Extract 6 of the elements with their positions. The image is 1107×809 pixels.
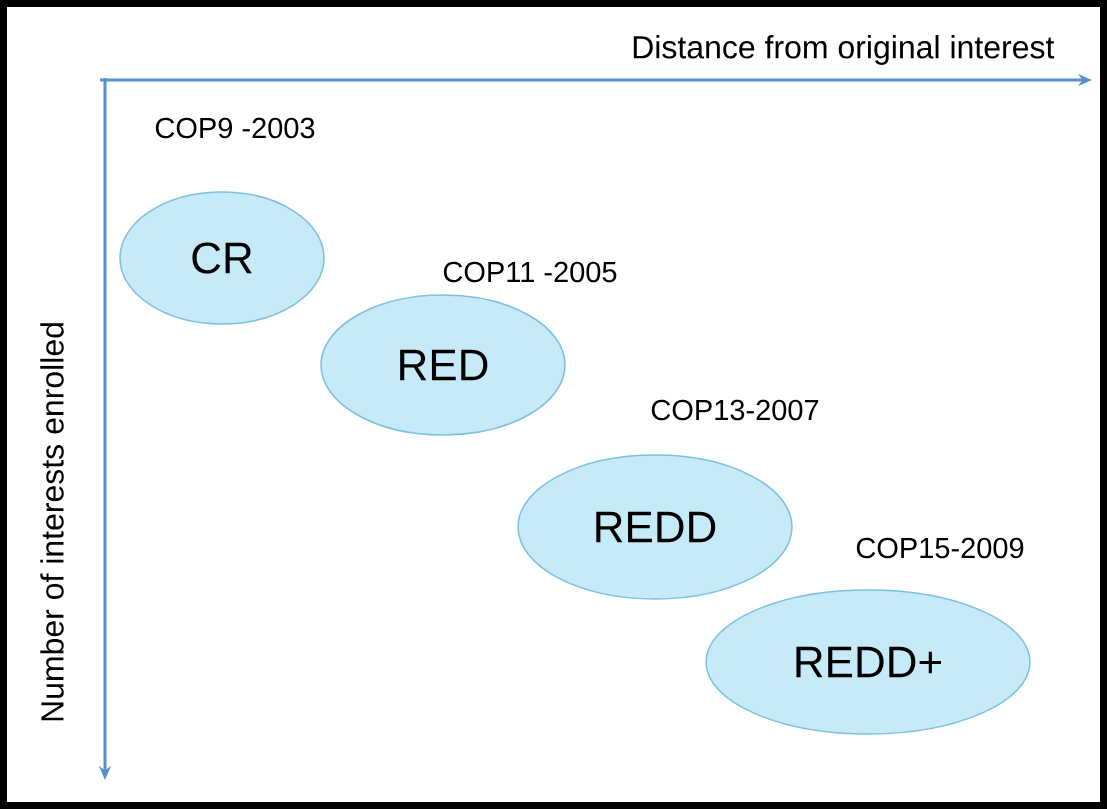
axis-label: Number of interests enrolled	[40, 323, 64, 721]
date-label: COP15-2009	[856, 537, 1024, 559]
date-label: COP13-2007	[651, 399, 819, 421]
date-label: COP9 -2003	[155, 117, 315, 139]
axis-label: Distance from original interest	[633, 35, 1055, 65]
date-label: COP11 -2005	[443, 261, 617, 283]
